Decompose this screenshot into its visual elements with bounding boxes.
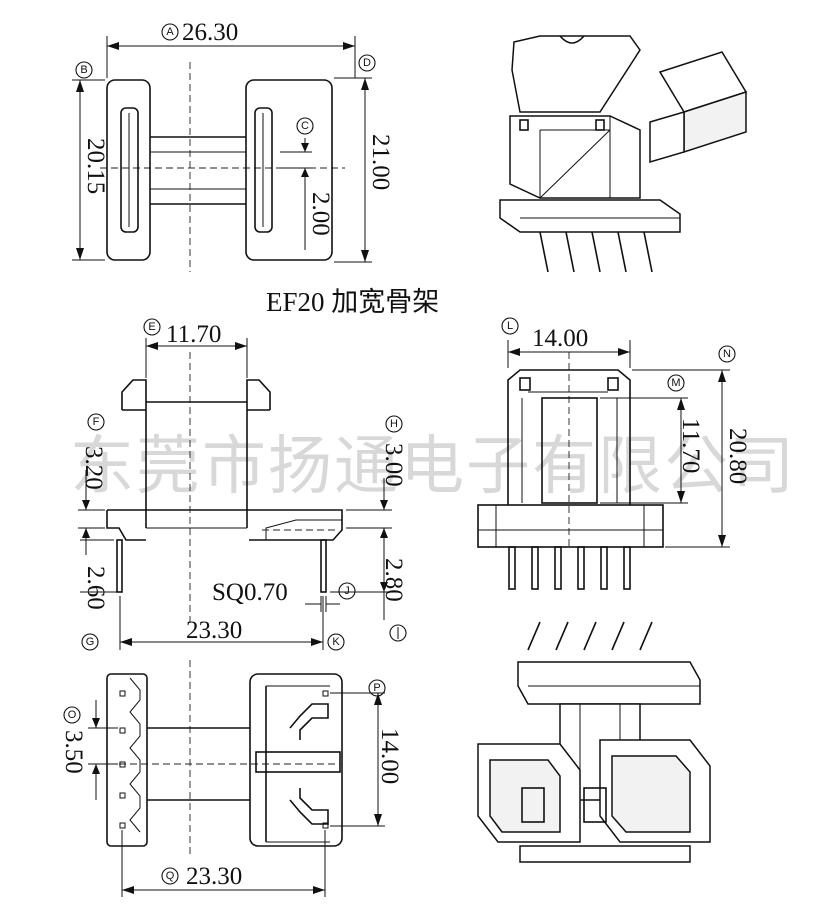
svg-text:J: J [344, 585, 350, 597]
dim-text-d: 21.00 [367, 134, 394, 190]
marker-b: B [75, 61, 93, 79]
dim-text-f: 3.20 [80, 446, 107, 490]
dim-text-i: 2.80 [380, 558, 407, 602]
svg-text:D: D [363, 57, 371, 69]
svg-text:N: N [723, 348, 731, 360]
marker-h: H [385, 415, 403, 433]
dim-text-c: 2.00 [307, 192, 334, 236]
svg-text:O: O [68, 709, 77, 721]
marker-p: P [368, 679, 386, 697]
isometric-view-bottom [477, 621, 711, 863]
marker-k: K [327, 633, 345, 651]
dim-text-j: SQ0.70 [212, 579, 288, 606]
dim-text-h: 3.00 [380, 443, 407, 487]
top-view [72, 36, 372, 272]
svg-text:M: M [671, 377, 680, 389]
side-view [477, 340, 730, 590]
marker-q: Q [161, 867, 179, 885]
marker-d: D [358, 54, 376, 72]
drawing-title: EF20 加宽骨架 [266, 287, 439, 317]
marker-l: L [501, 317, 519, 335]
svg-text:G: G [86, 636, 95, 648]
svg-text:P: P [373, 682, 380, 694]
marker-a: A [161, 23, 179, 41]
marker-g: G [81, 633, 99, 651]
svg-text:L: L [507, 320, 513, 332]
dim-text-k: 23.30 [186, 617, 242, 644]
dim-text-a: 26.30 [182, 19, 238, 46]
dim-text-p: 14.00 [376, 728, 403, 784]
svg-text:H: H [390, 418, 398, 430]
dim-text-o: 3.50 [60, 730, 87, 774]
marker-f: F [87, 413, 105, 431]
dim-text-n: 20.80 [724, 428, 751, 484]
svg-text:F: F [93, 416, 100, 428]
dim-text-e: 11.70 [166, 321, 221, 348]
front-view [78, 338, 392, 650]
marker-i [389, 624, 407, 642]
marker-e: E [143, 318, 161, 336]
marker-n: N [718, 345, 736, 363]
watermark-text: 东莞市扬通电子有限公司 [70, 430, 796, 504]
dim-text-g: 2.60 [82, 566, 109, 610]
dim-text-q: 23.30 [186, 863, 242, 890]
marker-j: J [338, 582, 356, 600]
dim-text-b: 20.15 [82, 138, 109, 194]
svg-text:B: B [80, 64, 87, 76]
bottom-view [88, 660, 385, 897]
dim-text-l: 14.00 [532, 325, 588, 352]
marker-c: C [296, 117, 314, 135]
marker-m: M [667, 374, 685, 392]
svg-text:C: C [301, 120, 309, 132]
svg-text:E: E [148, 321, 155, 333]
svg-text:Q: Q [166, 870, 175, 882]
marker-o: O [63, 706, 81, 724]
svg-text:A: A [166, 26, 174, 38]
svg-text:K: K [332, 636, 340, 648]
isometric-view-top [499, 35, 748, 273]
dim-text-m: 11.70 [677, 418, 704, 473]
